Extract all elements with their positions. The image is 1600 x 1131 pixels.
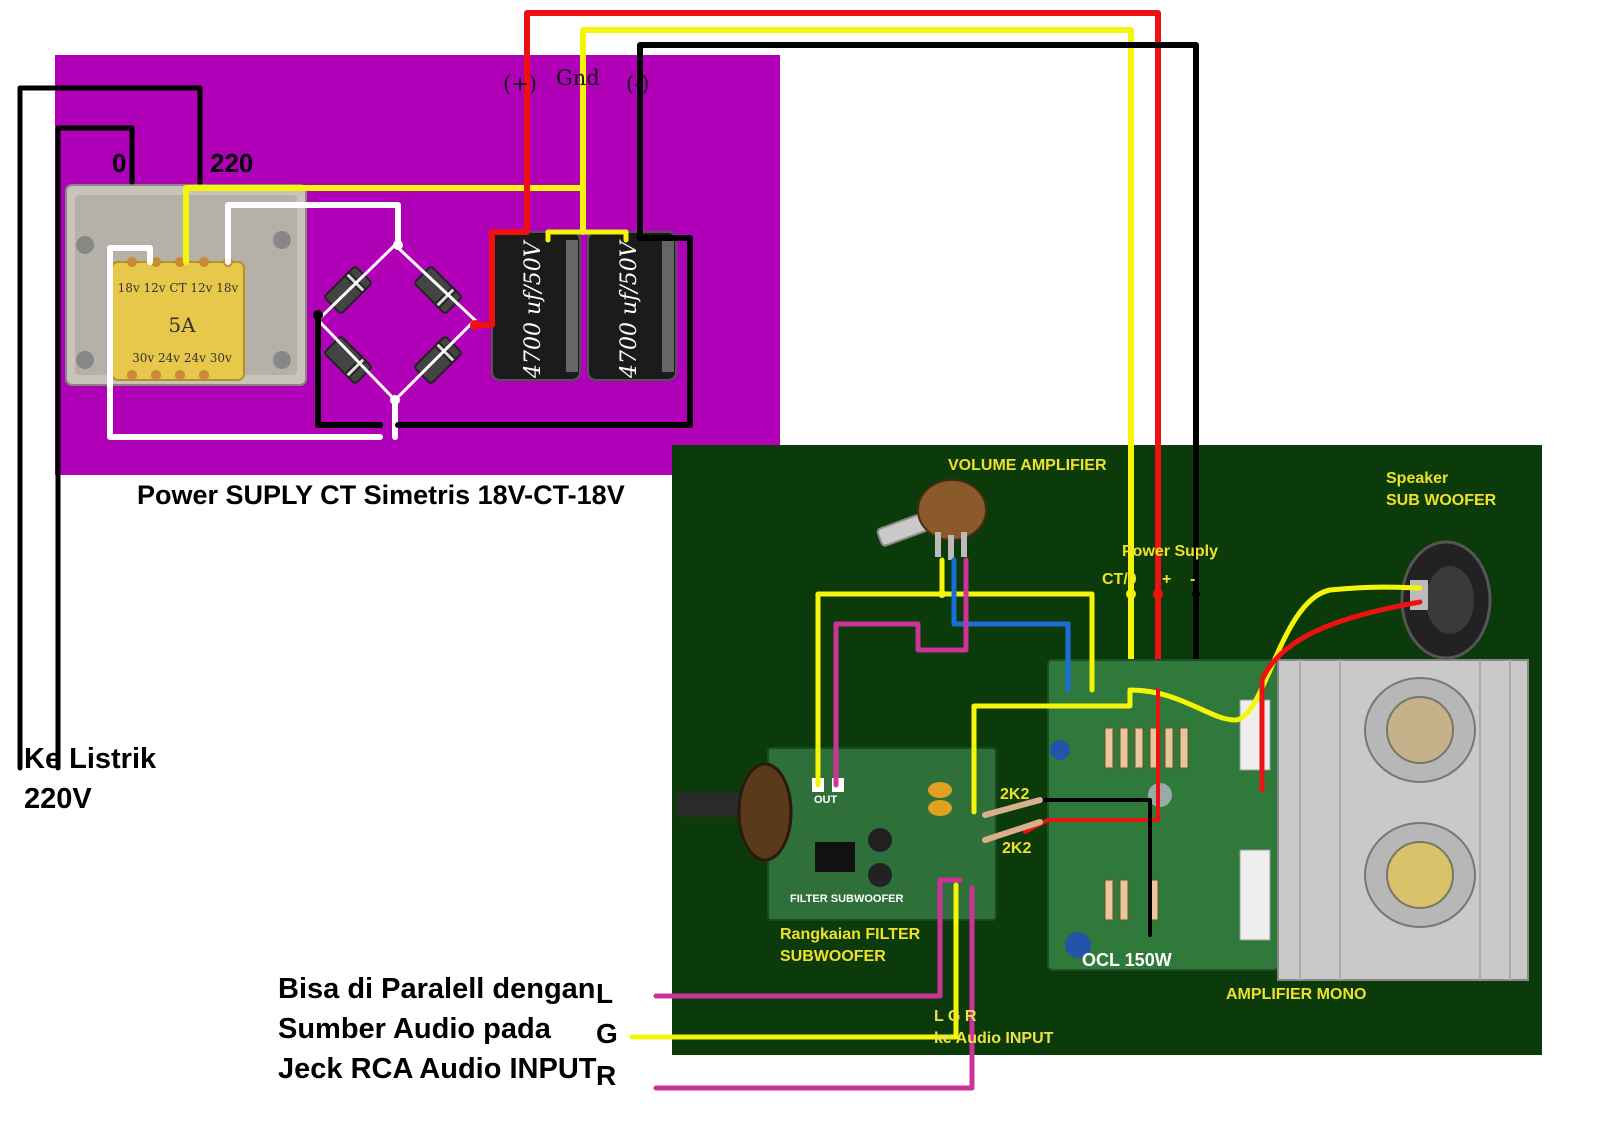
heatsink-icon bbox=[1277, 659, 1529, 981]
black-board-rail bbox=[1038, 798, 1152, 937]
magenta-input-L bbox=[653, 877, 963, 999]
speaker-label-line2: SUB WOOFER bbox=[1386, 492, 1497, 509]
speaker-label-line1: Speaker bbox=[1386, 470, 1449, 487]
terminal-plus-label: (+) bbox=[503, 72, 537, 96]
blue-pot-wire bbox=[951, 557, 1071, 693]
resistor-2k2-1 bbox=[982, 797, 1043, 818]
rca-note-line1: Bisa di Paralell dengan bbox=[278, 973, 596, 1005]
yellow-filter-ground bbox=[971, 687, 1133, 815]
capacitor-2-icon bbox=[587, 231, 677, 381]
audio-input-label: ke Audio INPUT bbox=[934, 1030, 1054, 1047]
plus-rail-label: + bbox=[1162, 571, 1172, 588]
resistor-1-label: 2K2 bbox=[1000, 786, 1030, 803]
resistor-2-label: 2K2 bbox=[1002, 840, 1032, 857]
yellow-ct-wire bbox=[183, 185, 586, 265]
rca-L-label: L bbox=[596, 978, 614, 1009]
speaker-icon bbox=[1400, 540, 1492, 660]
red-speaker-wire bbox=[1259, 599, 1423, 793]
ct-label: CT/0 bbox=[1102, 571, 1137, 588]
filter-pcb-label: FILTER SUBWOOFER bbox=[790, 893, 904, 905]
yellow-pot-ground-2 bbox=[939, 591, 1095, 693]
terminal-minus-label: (-) bbox=[626, 72, 650, 96]
mains-wire-0 bbox=[55, 125, 135, 771]
resistor-2k2-2 bbox=[982, 819, 1043, 843]
filter-label-line2: SUBWOOFER bbox=[780, 948, 886, 965]
magenta-pot-wire bbox=[833, 557, 969, 788]
capacitor-2-label: 4700 uf/50V bbox=[617, 239, 642, 379]
mains-label-line1: Ke Listrik bbox=[24, 743, 157, 775]
transformer-taps-bottom: 30v 24v 24v 30v bbox=[132, 351, 232, 365]
capacitor-1-label: 4700 uf/50V bbox=[521, 239, 546, 379]
magenta-input-R bbox=[653, 885, 975, 1091]
filter-pcb-icon bbox=[767, 747, 997, 921]
rca-R-label: R bbox=[596, 1060, 617, 1091]
rca-note-line2: Sumber Audio pada bbox=[278, 1013, 551, 1045]
red-bridge-wire bbox=[472, 229, 530, 328]
black-return-wire bbox=[395, 235, 693, 428]
amplifier-mono-label: AMPLIFIER MONO bbox=[1226, 986, 1367, 1003]
filter-knob-icon bbox=[676, 762, 793, 862]
black-bridge-wire bbox=[315, 312, 383, 428]
yellow-input-G bbox=[629, 882, 959, 1040]
audio-input-lgr-label: L G R bbox=[934, 1008, 977, 1025]
white-wire-1 bbox=[225, 202, 401, 265]
filter-label-line1: Rangkaian FILTER bbox=[780, 926, 921, 943]
volume-amplifier-label: VOLUME AMPLIFIER bbox=[948, 457, 1107, 474]
rca-note-line3: Jeck RCA Audio INPUT bbox=[278, 1053, 597, 1085]
rca-G-label: G bbox=[596, 1018, 618, 1049]
amplifier-pcb-icon bbox=[1047, 659, 1279, 971]
ocl-label: OCL 150W bbox=[1082, 950, 1172, 970]
power-suply-label: Power Suply bbox=[1122, 543, 1219, 560]
white-wire-2 bbox=[107, 245, 383, 440]
yellow-rail-wire bbox=[580, 27, 1134, 693]
terminal-gnd-label: Gnd bbox=[556, 66, 600, 90]
transformer-taps-top: 18v 12v CT 12v 18v bbox=[118, 281, 239, 295]
transformer-0-label: 0 bbox=[112, 148, 127, 178]
yellow-pot-ground bbox=[815, 557, 945, 788]
red-rail-wire bbox=[524, 10, 1161, 693]
yellow-cap-wire bbox=[545, 229, 629, 243]
power-supply-caption: Power SUPLY CT Simetris 18V-CT-18V bbox=[137, 480, 625, 510]
mains-wire-220 bbox=[17, 85, 203, 771]
minus-rail-label: - bbox=[1190, 571, 1196, 588]
mains-label-line2: 220V bbox=[24, 783, 92, 815]
volume-potentiometer-icon bbox=[876, 479, 987, 560]
filter-out-label: OUT bbox=[814, 794, 838, 806]
transformer-220-label: 220 bbox=[210, 148, 254, 178]
transformer-rating: 5A bbox=[168, 313, 196, 337]
